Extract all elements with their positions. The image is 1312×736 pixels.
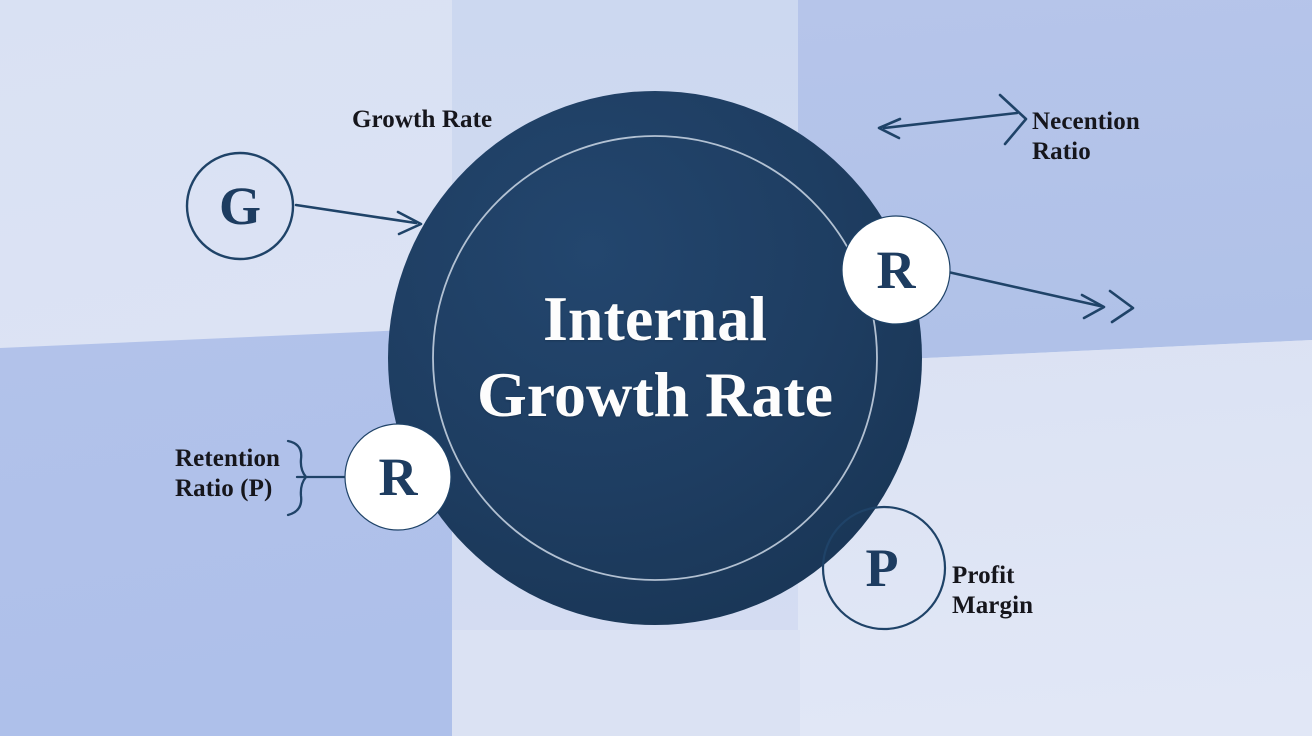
background-bottom-right-block xyxy=(798,340,1312,736)
background-bottom-center-block xyxy=(452,630,800,736)
label-profit-margin: Profit Margin xyxy=(952,562,1034,619)
label-growth-rate: Growth Rate xyxy=(352,106,493,133)
background-center-column xyxy=(452,0,800,736)
background-lower-left-block xyxy=(0,328,452,736)
background-top-right-block xyxy=(798,0,1312,364)
label-necention-ratio: Necention Ratio xyxy=(1032,108,1140,165)
label-retention-ratio: Retention Ratio (P) xyxy=(175,445,281,502)
